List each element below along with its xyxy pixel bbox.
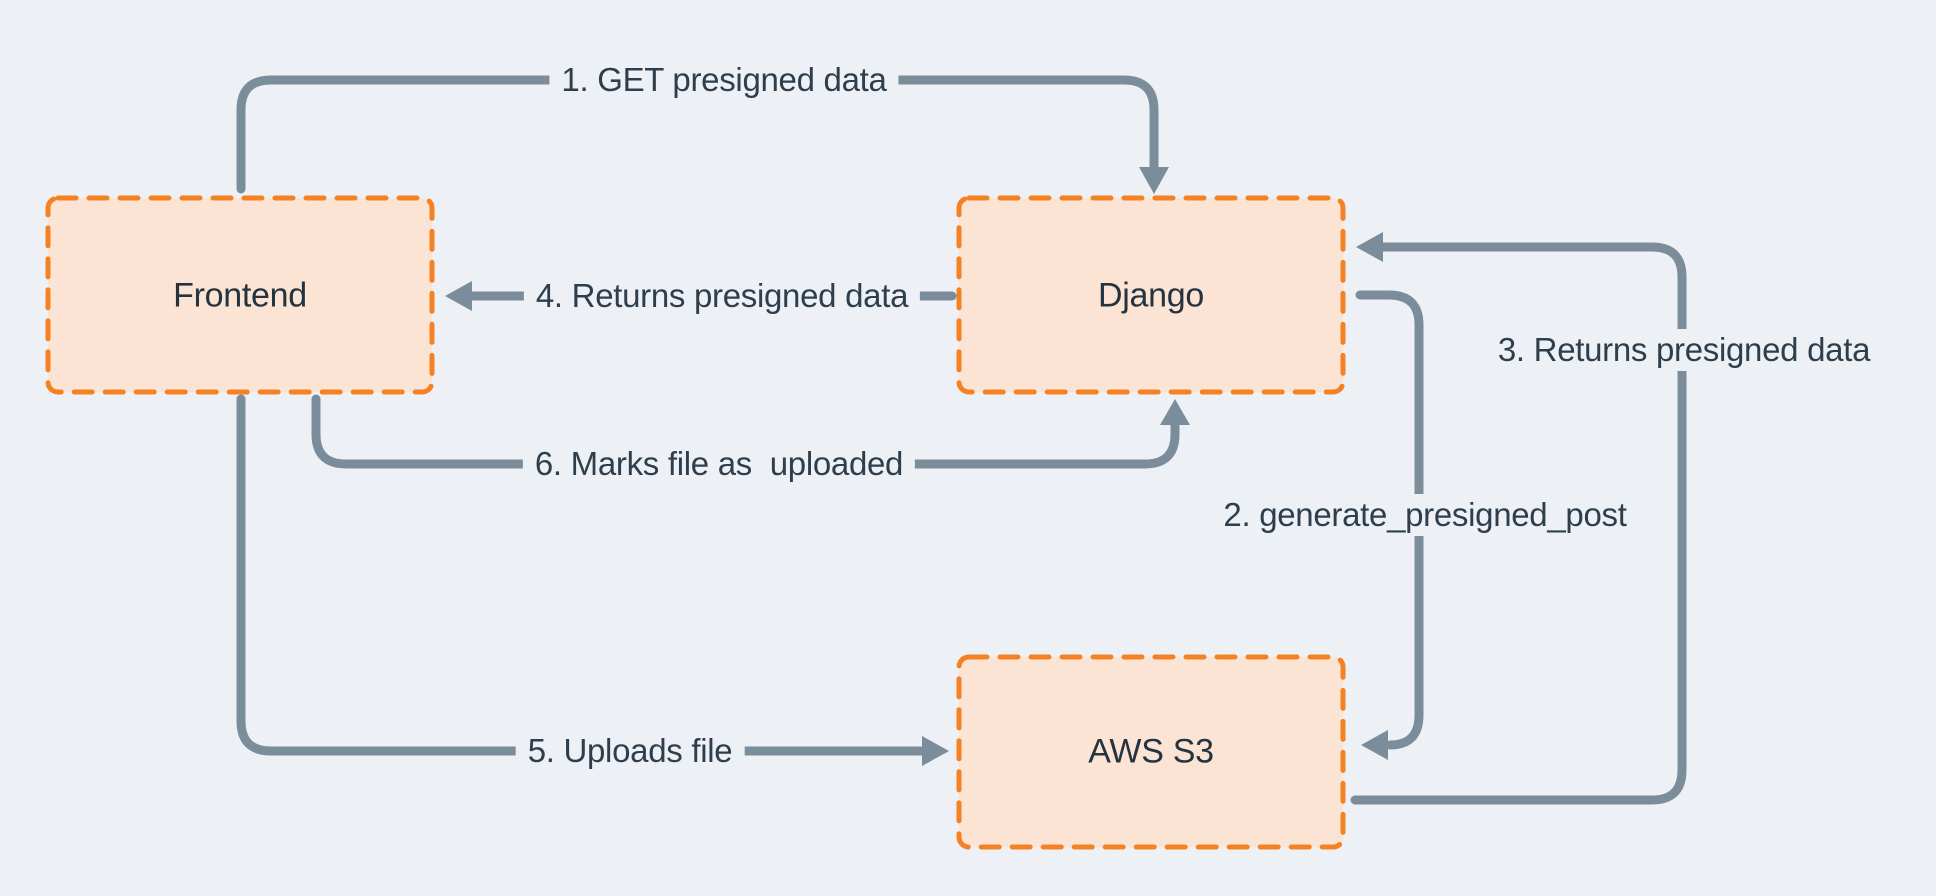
arrowhead-down-icon [1139,167,1169,194]
arrowhead-left-icon [1356,232,1383,262]
edge-5-path [236,394,927,756]
edge-6-path [311,394,1180,469]
edge-2-path [1355,290,1424,750]
node-django-box [956,195,1346,395]
node-group [45,195,1346,850]
arrowhead-up-icon [1160,399,1190,425]
arrowhead-left-icon [1361,730,1388,760]
node-aws-s3-box [956,654,1346,850]
node-frontend-box [45,195,435,395]
arrowhead-left-icon [445,281,472,311]
edge-3-path [1350,242,1687,805]
edge-1-path [236,75,1159,194]
arrowhead-right-icon [922,736,949,766]
